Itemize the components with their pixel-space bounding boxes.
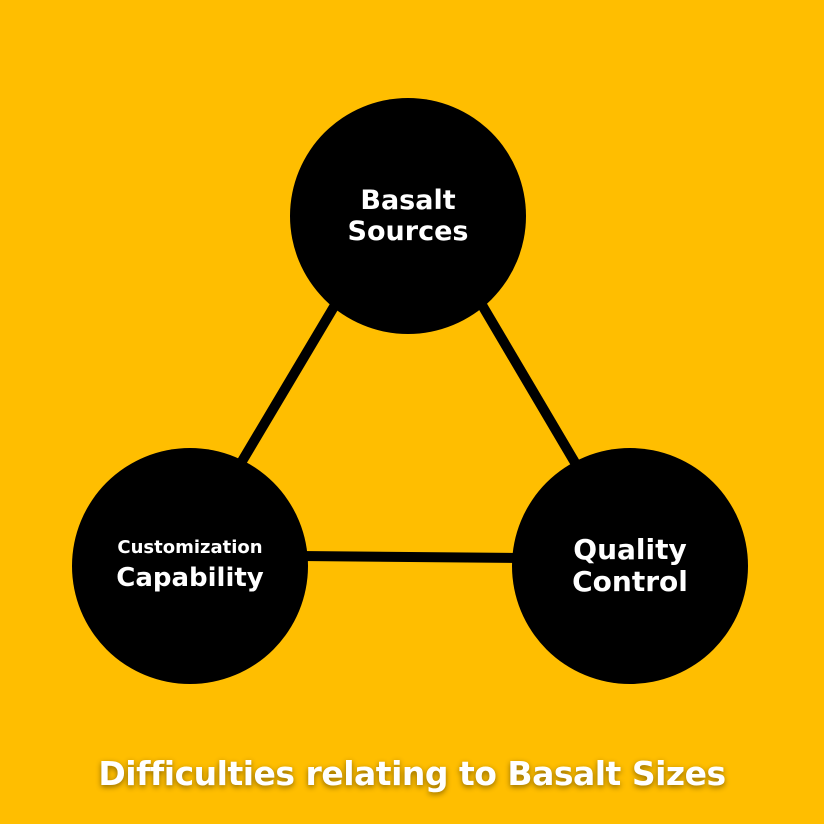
connector-top-left [233, 302, 340, 471]
node-basalt-sources-line1: Basalt [360, 184, 456, 216]
node-customization-capability-line1: Customization [117, 537, 263, 559]
node-quality-control-line2: Control [572, 565, 688, 598]
node-customization-capability: Customization Capability [72, 448, 308, 684]
diagram-caption: Difficulties relating to Basalt Sizes [98, 754, 726, 793]
connector-left-right [299, 551, 521, 563]
node-quality-control-line1: Quality [573, 532, 687, 566]
node-customization-capability-line2: Capability [116, 563, 264, 594]
node-quality-control: Quality Control [512, 448, 748, 684]
node-basalt-sources: Basalt Sources [290, 98, 526, 334]
connector-top-right [477, 302, 582, 469]
node-basalt-sources-line2: Sources [347, 216, 469, 247]
